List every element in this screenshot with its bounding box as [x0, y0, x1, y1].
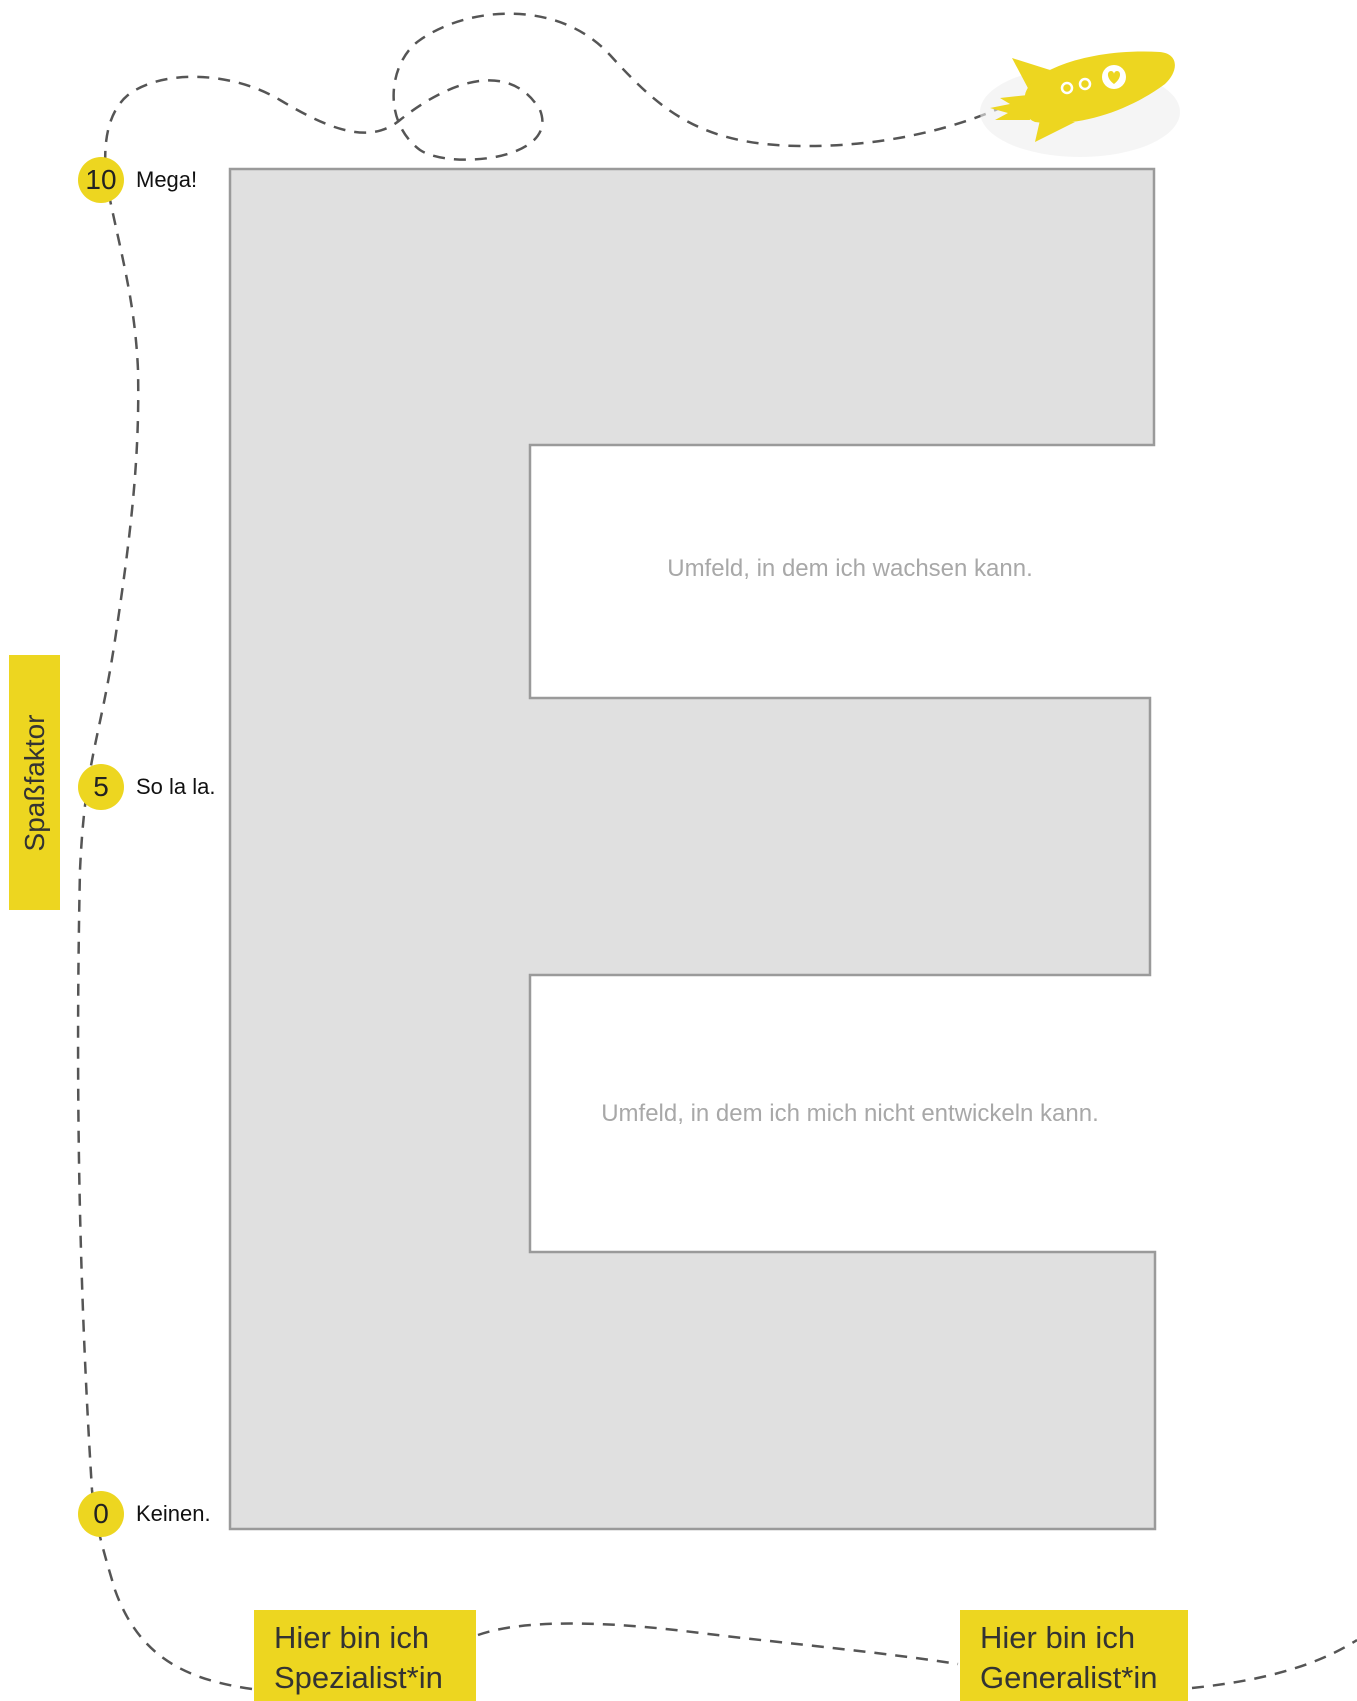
specialist-label: Hier bin ich Spezialist*in — [254, 1610, 476, 1701]
flight-path-left — [76, 12, 1001, 1691]
axis-label: Spaßfaktor — [18, 714, 50, 851]
lower-gap-text: Umfeld, in dem ich mich nicht entwickeln… — [601, 1100, 1099, 1127]
scale-label-10: Mega! — [136, 167, 198, 192]
scale-badge-5: 5 — [78, 764, 124, 810]
scale-badge-0: 0 — [78, 1491, 124, 1537]
rocket-window-2 — [1078, 77, 1092, 91]
rocket-icon — [980, 51, 1180, 157]
heart-icon — [1107, 71, 1121, 84]
rocket-fin-top — [1012, 58, 1050, 92]
rocket-flame — [990, 95, 1030, 120]
generalist-label: Hier bin ich Generalist*in — [960, 1610, 1188, 1701]
rocket-fin-bottom — [1035, 120, 1075, 142]
rocket-window-1 — [1060, 81, 1074, 95]
upper-gap-text: Umfeld, in dem ich wachsen kann. — [667, 555, 1033, 582]
scale-label-0: Keinen. — [136, 1501, 211, 1526]
flight-path-right — [1191, 1638, 1357, 1690]
scale-label-5: So la la. — [136, 774, 216, 799]
scale-badge-10: 10 — [78, 157, 124, 203]
rocket-body — [1023, 51, 1175, 124]
flight-path-bottom — [477, 1622, 959, 1666]
axis-label-tag: Spaßfaktor — [9, 655, 60, 910]
letter-e-shape — [228, 167, 1157, 1531]
